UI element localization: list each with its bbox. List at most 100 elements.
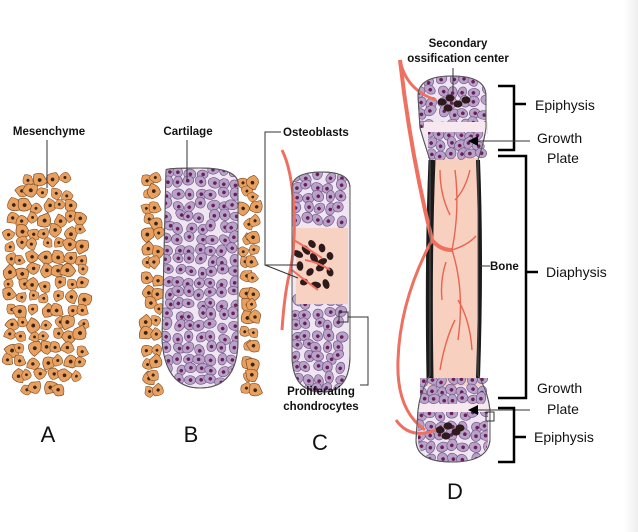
mesenchyme-cell-nucleus [8,270,12,275]
mesenchyme-cell [59,262,77,278]
mesenchyme-cell [246,297,257,310]
mesenchyme-cell-nucleus [56,294,60,298]
mesenchyme-cell [7,197,21,212]
mesenchyme-cell-nucleus [56,358,60,363]
mesenchyme-cell-nucleus [65,268,70,273]
chondrocyte-nucleus [470,378,475,382]
mesenchyme-cell [2,263,17,280]
chondrocyte-nucleus [428,433,432,438]
mesenchyme-cell-nucleus [65,345,70,350]
chondrocyte-nucleus [176,192,181,196]
chondrocyte-nucleus [208,192,213,197]
chondrocyte-nucleus [339,220,344,225]
chondrocyte-nucleus [230,381,234,386]
chondrocyte [428,137,438,149]
mesenchyme-cell-nucleus [5,358,10,362]
mesenchyme-cell-nucleus [6,282,10,286]
growth-plate-cells-top [428,132,487,160]
chondrocyte-nucleus [219,290,224,295]
chondrocyte [477,378,488,384]
mesenchyme-cell-nucleus [18,258,21,262]
mesenchyme-cell-nucleus [81,267,85,271]
chondrocyte-nucleus [199,366,204,371]
chondrocyte-nucleus [441,89,446,94]
chondrocyte-nucleus [302,334,307,338]
chondrocyte-nucleus [471,91,476,95]
chondrocyte-nucleus [165,311,169,315]
chondrocyte [171,234,183,246]
chondrocyte-nucleus [168,170,172,174]
growth-plate-cells-bottom [420,378,488,407]
mesenchyme-cell [74,211,87,227]
chondrocyte-nucleus [451,378,456,382]
mesenchyme-cell-nucleus [156,388,160,392]
mesenchyme-cell-nucleus [156,279,160,283]
mesenchyme-cell-nucleus [71,309,75,313]
chondrocyte [323,328,335,342]
chondrocyte-nucleus [340,378,344,382]
chondrocyte [302,193,315,204]
chondrocyte-nucleus [186,314,191,319]
mesenchyme-cell [15,292,27,303]
mesenchyme-cell [140,271,155,284]
panel-b-label: B [184,422,199,447]
mesenchyme-cell [37,212,51,228]
growth-plate-bottom-box [485,411,495,422]
chondrocyte-nucleus [317,206,321,211]
chondrocyte-nucleus [219,282,224,287]
chondrocyte [203,189,217,200]
mesenchyme-cell-nucleus [252,248,256,252]
chondrocyte [336,215,347,229]
chondrocyte-nucleus [471,99,476,104]
chondrocyte-nucleus [463,432,467,436]
chondrocyte-nucleus [189,269,194,274]
blood-vessel-c [280,149,296,331]
chondrocyte-nucleus [179,368,184,373]
chondrocyte-nucleus [316,186,320,190]
chondrocyte-nucleus [223,337,227,342]
mesenchyme-cell-nucleus [251,292,256,297]
chondrocyte [432,132,445,140]
panel-c-label: C [312,430,328,455]
chondrocyte-nucleus [187,235,192,239]
chondrocyte [193,288,204,301]
mesenchyme-cell-nucleus [80,259,84,263]
chondrocyte [300,179,312,190]
mesenchyme-cell-nucleus [153,176,157,180]
mesenchyme-cell [28,290,40,301]
mesenchyme-cell [53,290,65,303]
chondrocyte [480,94,486,106]
chondrocyte-nucleus [428,132,431,135]
mesenchyme-cell-nucleus [145,179,149,183]
chondrocyte [204,297,216,308]
chondrocyte [456,442,469,452]
mesenchyme-cell-nucleus [18,334,22,338]
mesenchyme-cell [78,263,89,276]
chondrocyte-nucleus [175,357,179,362]
chondrocyte-nucleus [295,335,299,339]
chondrocyte [313,202,326,214]
mesenchyme-cell-nucleus [155,348,159,352]
chondrocyte [466,383,479,394]
mesenchyme-cell [247,191,259,202]
chondrocyte [171,276,184,288]
chondrocyte [425,440,436,454]
mesenchyme-cell [249,244,260,256]
chondrocyte-nucleus [470,412,475,415]
mesenchyme-cell-nucleus [151,189,156,193]
chondrocyte-nucleus [233,258,237,263]
chondrocyte [424,105,437,117]
mesenchyme-cell-nucleus [42,218,47,223]
chondrocyte [228,340,239,354]
chondrocyte-nucleus [316,313,320,317]
mesenchyme-cell-nucleus [145,232,150,237]
chondrocyte-nucleus [177,323,182,328]
chondrocyte-nucleus [325,324,330,329]
chondrocyte [298,309,311,321]
mesenchyme-cell [244,231,260,245]
growth-plate-band-top [424,122,488,134]
secondary-ossification-cluster-top [437,94,471,112]
mesenchyme-cell [14,254,26,265]
chondrocyte-nucleus [177,346,182,351]
chondrocyte-nucleus [419,100,423,105]
